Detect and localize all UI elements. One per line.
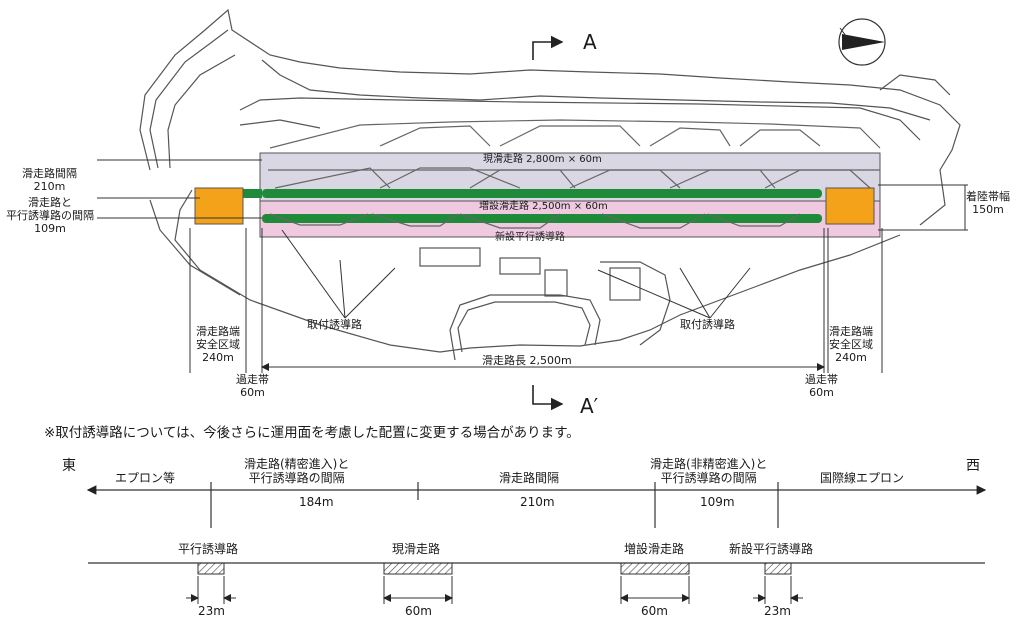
new-parallel-taxiway-label: 新設平行誘導路 (495, 232, 565, 243)
resa-left (194, 187, 244, 225)
runway-length-label: 滑走路長 2,500m (482, 354, 572, 367)
existing-runway-bar (383, 562, 453, 575)
seg3-label: 滑走路(非精密進入)と 平行誘導路の間隔 (650, 457, 768, 486)
connecting-taxiway-right-label: 取付誘導路 (680, 318, 735, 331)
section-bars (197, 562, 792, 575)
section-a-prime-label: A′ (580, 394, 599, 418)
new-parallel-taxiway-bar (764, 562, 792, 575)
section-item-width: 60m (641, 604, 668, 618)
new-parallel-taxiway (262, 214, 822, 223)
section-item-name: 新設平行誘導路 (729, 542, 814, 556)
section-item-name: 増設滑走路 (624, 542, 685, 556)
seg1-label: 滑走路(精密進入)と 平行誘導路の間隔 (244, 457, 350, 486)
section-item-width: 60m (405, 604, 432, 618)
note-text: ※取付誘導路については、今後さらに運用面を考慮した配置に変更する場合があります。 (44, 425, 580, 441)
new-runway-bar (620, 562, 690, 575)
airport-outline (139, 8, 961, 361)
parallel-taxiway-bar (197, 562, 225, 575)
new-taxiway-links (269, 213, 801, 229)
overrun-left-label: 過走帯 60m (236, 373, 269, 400)
seg3-value: 109m (700, 495, 735, 509)
existing-parallel-taxiway (262, 189, 822, 198)
seg2-label: 滑走路間隔 (499, 471, 560, 485)
section-markers (532, 35, 564, 411)
resa-left-label: 滑走路端 安全区域 240m (196, 325, 240, 365)
rwy-twy-spacing-label: 滑走路と 平行誘導路の間隔 109m (6, 196, 94, 236)
section-width-dims (186, 576, 803, 604)
overrun-right-label: 過走帯 60m (805, 373, 838, 400)
west-label: 西 (966, 458, 980, 474)
existing-runway-label: 現滑走路 2,800m × 60m (483, 154, 602, 165)
existing-runway-taxiways (268, 167, 880, 189)
connector-leaders (281, 229, 751, 319)
compass-icon (838, 18, 886, 66)
section-item-name: 現滑走路 (392, 542, 441, 556)
section-item-width: 23m (198, 604, 225, 618)
plan-dimensions (97, 159, 968, 373)
seg2-value: 210m (520, 495, 555, 509)
intl-apron-label: 国際線エプロン (820, 471, 905, 485)
taxi-loops (269, 119, 881, 149)
section-a-label: A (583, 30, 597, 54)
east-label: 東 (62, 458, 76, 474)
connecting-taxiway-left-label: 取付誘導路 (307, 318, 362, 331)
spacing-label: 滑走路間隔 210m (22, 167, 77, 194)
new-runway-label: 増設滑走路 2,500m × 60m (479, 201, 608, 212)
resa-right (825, 187, 875, 225)
section-item-width: 23m (764, 604, 791, 618)
section-item-name: 平行誘導路 (178, 542, 239, 556)
strip-width-label: 着陸帯幅 150m (966, 190, 1010, 217)
cross-section (86, 482, 987, 564)
seg1-value: 184m (299, 495, 334, 509)
parallel-taxiways (222, 189, 822, 223)
apron-label: エプロン等 (115, 471, 176, 485)
resa-right-label: 滑走路端 安全区域 240m (829, 325, 873, 365)
